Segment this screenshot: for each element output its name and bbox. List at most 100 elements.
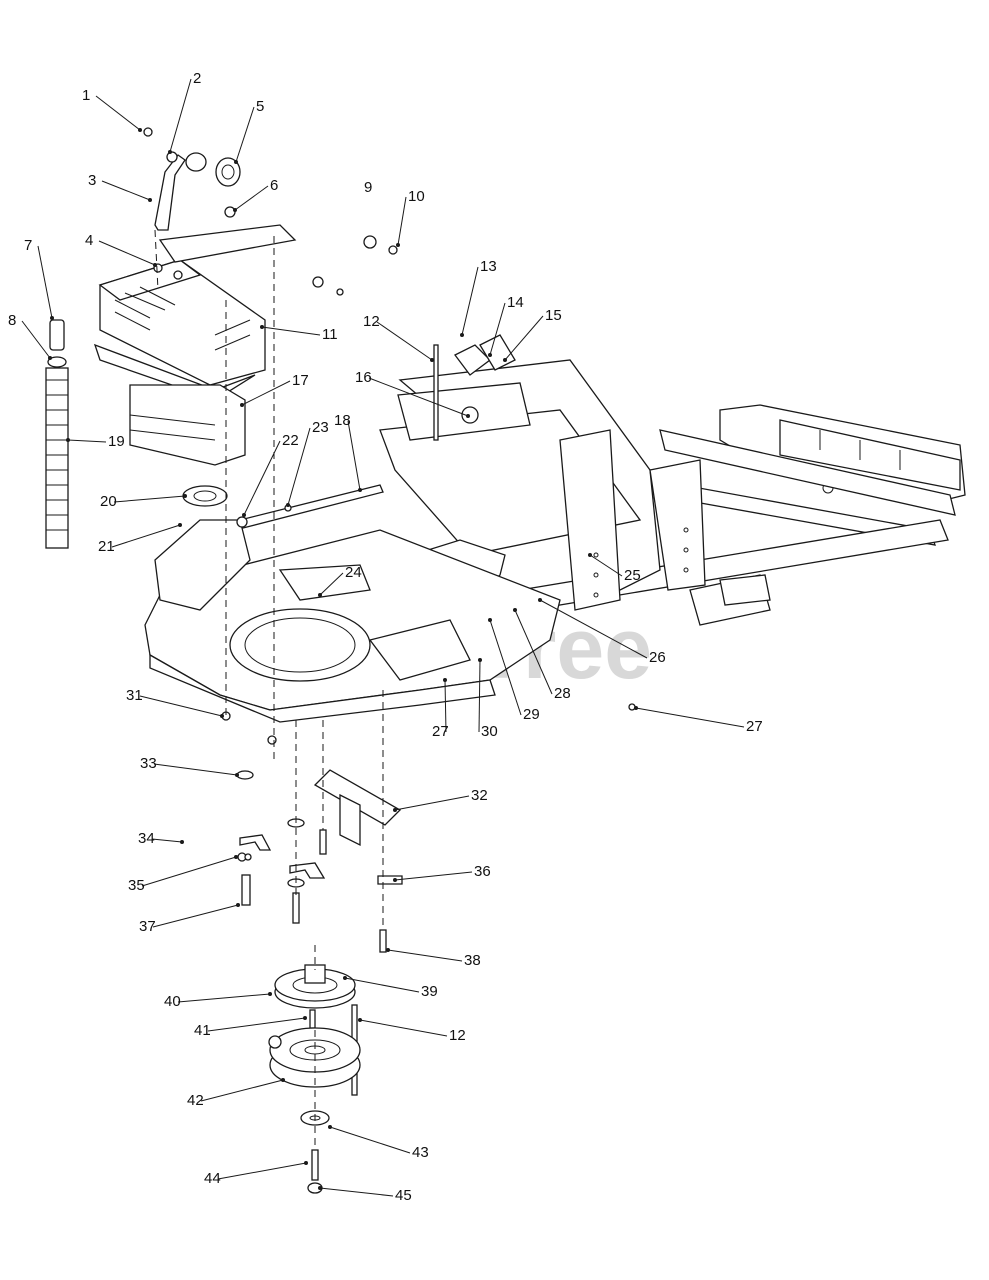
callout-label-c13[interactable]: 13 <box>480 258 497 275</box>
callout-label-c23[interactable]: 23 <box>312 419 329 436</box>
leader-arrowhead-c6 <box>233 208 237 212</box>
callout-label-c20[interactable]: 20 <box>100 493 117 510</box>
callout-label-c18[interactable]: 18 <box>334 412 351 429</box>
callout-label-c34[interactable]: 34 <box>138 830 155 847</box>
callout-label-c19[interactable]: 19 <box>108 433 125 450</box>
callout-label-c28[interactable]: 28 <box>554 685 571 702</box>
leader-line-c13 <box>461 266 479 336</box>
leader-arrowhead-c24 <box>318 593 322 597</box>
leader-line-c45 <box>319 1187 394 1197</box>
leader-arrowhead-c2 <box>168 150 172 154</box>
callout-label-c39[interactable]: 39 <box>421 983 438 1000</box>
callout-label-c6[interactable]: 6 <box>270 177 278 194</box>
callout-label-c40[interactable]: 40 <box>164 993 181 1010</box>
callout-label-c17[interactable]: 17 <box>292 372 309 389</box>
leader-arrowhead-c23 <box>286 503 290 507</box>
callout-label-c32[interactable]: 32 <box>471 787 488 804</box>
leader-line-c40 <box>177 993 271 1003</box>
callout-label-c10[interactable]: 10 <box>408 188 425 205</box>
callout-label-c4[interactable]: 4 <box>85 232 93 249</box>
callout-label-c24[interactable]: 24 <box>345 564 362 581</box>
leader-arrowhead-c26 <box>538 598 542 602</box>
callout-label-c38[interactable]: 38 <box>464 952 481 969</box>
callout-label-c42[interactable]: 42 <box>187 1092 204 1109</box>
leader-arrowhead-c27a <box>443 678 447 682</box>
callout-label-c14[interactable]: 14 <box>507 294 524 311</box>
leader-arrowhead-c36 <box>393 878 397 882</box>
callout-label-c27b[interactable]: 27 <box>746 718 763 735</box>
leader-line-c14 <box>489 302 506 356</box>
callout-label-c30[interactable]: 30 <box>481 723 498 740</box>
leader-line-c27b <box>635 707 745 728</box>
leader-line-c39 <box>344 977 420 993</box>
callout-label-c44[interactable]: 44 <box>204 1170 221 1187</box>
leader-arrowhead-c12b <box>358 1018 362 1022</box>
leader-arrowhead-c37 <box>236 903 240 907</box>
leader-line-c8 <box>21 320 51 359</box>
callout-label-c2[interactable]: 2 <box>193 70 201 87</box>
leader-arrowhead-c19 <box>66 438 70 442</box>
callout-label-c3[interactable]: 3 <box>88 172 96 189</box>
callout-label-c33[interactable]: 33 <box>140 755 157 772</box>
leader-line-c29 <box>489 619 522 716</box>
leader-line-c4 <box>98 240 156 266</box>
callout-label-c16[interactable]: 16 <box>355 369 372 386</box>
leader-line-c44 <box>217 1162 307 1180</box>
callout-label-c9[interactable]: 9 <box>364 179 372 196</box>
leader-line-c10 <box>397 196 407 246</box>
callout-label-c7[interactable]: 7 <box>24 237 32 254</box>
assembly-dashed-lines <box>154 229 384 1150</box>
leader-arrowhead-c32 <box>393 808 397 812</box>
leader-line-c7 <box>37 245 53 319</box>
callout-label-c26[interactable]: 26 <box>649 649 666 666</box>
callout-label-c25[interactable]: 25 <box>624 567 641 584</box>
leader-line-c23 <box>287 427 311 506</box>
callout-label-c45[interactable]: 45 <box>395 1187 412 1204</box>
callout-label-c12a[interactable]: 12 <box>363 313 380 330</box>
leader-arrowhead-c22 <box>242 513 246 517</box>
callout-label-c31[interactable]: 31 <box>126 687 143 704</box>
leader-arrowhead-c3 <box>148 198 152 202</box>
leader-arrowhead-c35 <box>234 855 238 859</box>
leader-arrowhead-c13 <box>460 333 464 337</box>
leader-line-c5 <box>235 106 255 163</box>
leader-line-c16 <box>368 377 469 417</box>
callout-label-c29[interactable]: 29 <box>523 706 540 723</box>
callout-label-c36[interactable]: 36 <box>474 863 491 880</box>
leader-arrowhead-c15 <box>503 358 507 362</box>
leader-line-c12a <box>376 321 433 361</box>
leader-line-c18 <box>347 420 361 491</box>
leader-arrowhead-c14 <box>488 353 492 357</box>
leader-arrowhead-c21 <box>178 523 182 527</box>
leader-line-c12b <box>359 1019 448 1037</box>
leader-line-c2 <box>169 78 192 153</box>
callout-label-c41[interactable]: 41 <box>194 1022 211 1039</box>
callout-label-c15[interactable]: 15 <box>545 307 562 324</box>
leader-line-c38 <box>387 949 463 962</box>
leader-line-c21 <box>111 524 181 548</box>
leader-line-c26 <box>539 599 648 659</box>
leader-line-c28 <box>514 609 553 695</box>
callout-label-c27a[interactable]: 27 <box>432 723 449 740</box>
callout-label-c22[interactable]: 22 <box>282 432 299 449</box>
callout-label-c11[interactable]: 11 <box>322 326 338 343</box>
callout-label-c43[interactable]: 43 <box>412 1144 429 1161</box>
leader-line-c33 <box>153 763 238 776</box>
leader-arrowhead-c34 <box>180 840 184 844</box>
leader-line-c35 <box>141 856 237 887</box>
leader-lines <box>21 78 745 1197</box>
leader-arrowhead-c44 <box>304 1161 308 1165</box>
leader-line-c25 <box>589 554 623 577</box>
callout-label-c21[interactable]: 21 <box>98 538 115 555</box>
leader-line-c32 <box>394 795 470 811</box>
callout-label-c35[interactable]: 35 <box>128 877 145 894</box>
callout-label-c12b[interactable]: 12 <box>449 1027 466 1044</box>
callout-label-c1[interactable]: 1 <box>82 87 90 104</box>
callout-label-c8[interactable]: 8 <box>8 312 16 329</box>
leader-arrowhead-c29 <box>488 618 492 622</box>
callout-label-c37[interactable]: 37 <box>139 918 156 935</box>
callout-label-c5[interactable]: 5 <box>256 98 264 115</box>
clutch-assembly <box>221 703 636 1194</box>
leader-line-c6 <box>234 185 269 211</box>
leader-arrowhead-c41 <box>303 1016 307 1020</box>
